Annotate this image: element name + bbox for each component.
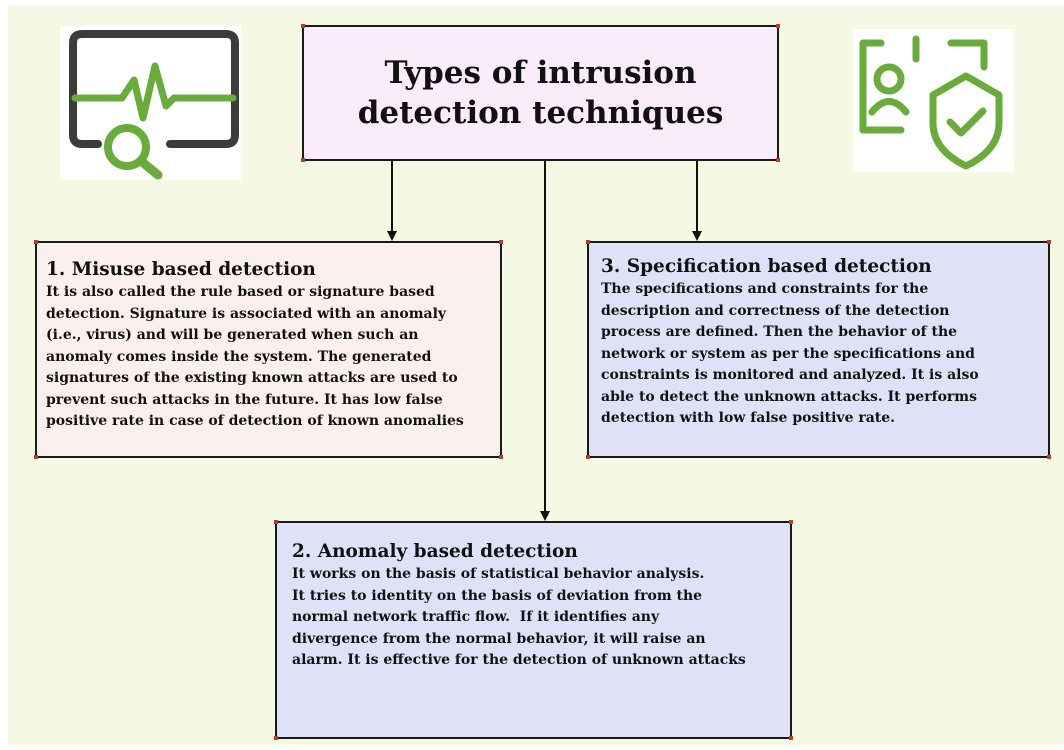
user-id-shield-check-icon — [859, 35, 1003, 170]
misuse-description: It is also called the rule based or sign… — [46, 284, 464, 429]
monitor-card — [60, 26, 241, 180]
corner-marker — [789, 520, 793, 524]
corner-marker — [499, 240, 503, 244]
corner-marker — [34, 240, 38, 244]
anomaly-description: It works on the basis of statistical beh… — [292, 566, 746, 668]
title-box: Types of intrusion detection techniques — [301, 24, 780, 162]
anomaly-heading: 2. Anomaly based detection — [292, 541, 578, 562]
misuse-heading: 1. Misuse based detection — [46, 259, 316, 280]
monitor-heartbeat-search-icon — [69, 30, 239, 180]
corner-marker — [586, 240, 590, 244]
corner-marker — [499, 455, 503, 459]
corner-marker — [274, 520, 278, 524]
corner-marker — [1047, 240, 1051, 244]
specification-description: The specifications and constraints for t… — [601, 281, 979, 426]
anomaly-detection-box: 2. Anomaly based detection It works on t… — [274, 520, 793, 740]
corner-marker — [776, 24, 780, 28]
corner-marker — [586, 455, 590, 459]
security-card — [853, 29, 1014, 172]
corner-marker — [776, 158, 780, 162]
misuse-detection-box: 1. Misuse based detection It is also cal… — [34, 240, 503, 459]
corner-marker — [34, 455, 38, 459]
corner-marker — [301, 24, 305, 28]
diagram-title: Types of intrusion detection techniques — [357, 55, 724, 131]
specification-heading: 3. Specification based detection — [601, 256, 932, 277]
corner-marker — [1047, 455, 1051, 459]
corner-marker — [274, 736, 278, 740]
specification-detection-box: 3. Specification based detection The spe… — [586, 240, 1051, 459]
corner-marker — [301, 158, 305, 162]
corner-marker — [789, 736, 793, 740]
